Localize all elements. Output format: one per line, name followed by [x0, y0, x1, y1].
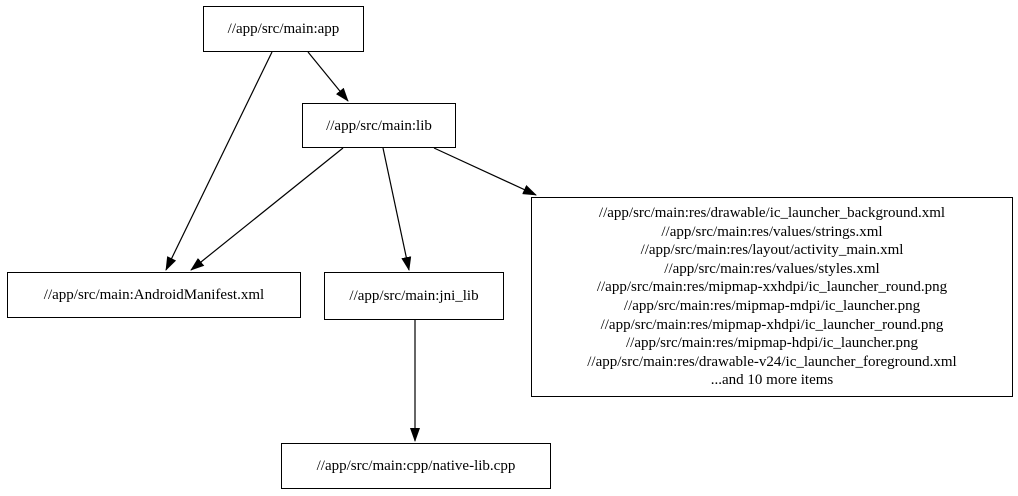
node-lib: //app/src/main:lib	[302, 103, 456, 148]
node-android-manifest-label: //app/src/main:AndroidManifest.xml	[43, 287, 265, 303]
node-native-lib-cpp-label: //app/src/main:cpp/native-lib.cpp	[316, 458, 516, 474]
edge-lib-to-androidmanifest	[190, 147, 344, 271]
res-file-line: //app/src/main:res/mipmap-xxhdpi/ic_laun…	[596, 279, 948, 296]
res-file-line: //app/src/main:res/mipmap-hdpi/ic_launch…	[625, 335, 918, 352]
edge-app-to-lib	[307, 51, 349, 102]
res-file-line: //app/src/main:res/drawable-v24/ic_launc…	[587, 353, 957, 370]
res-file-line: //app/src/main:res/values/styles.xml	[664, 260, 880, 277]
node-app-label: //app/src/main:app	[227, 21, 340, 37]
res-more-items-line: ...and 10 more items	[710, 372, 834, 389]
node-native-lib-cpp: //app/src/main:cpp/native-lib.cpp	[281, 443, 551, 489]
edge-app-to-androidmanifest	[165, 51, 273, 271]
node-app: //app/src/main:app	[203, 6, 364, 52]
node-lib-label: //app/src/main:lib	[326, 117, 432, 134]
node-jni-lib-label: //app/src/main:jni_lib	[349, 288, 479, 304]
res-file-line: //app/src/main:res/mipmap-xhdpi/ic_launc…	[600, 316, 944, 333]
res-file-line: //app/src/main:res/drawable/ic_launcher_…	[598, 205, 946, 222]
res-file-line: //app/src/main:res/mipmap-mdpi/ic_launch…	[623, 298, 921, 314]
node-jni-lib: //app/src/main:jni_lib	[324, 272, 504, 320]
res-file-line: //app/src/main:res/layout/activity_main.…	[640, 242, 904, 259]
node-res-group: //app/src/main:res/drawable/ic_launcher_…	[531, 197, 1013, 397]
node-android-manifest: //app/src/main:AndroidManifest.xml	[7, 272, 301, 318]
res-file-line: //app/src/main:res/values/strings.xml	[661, 223, 883, 240]
edge-lib-to-jnilib	[382, 147, 412, 271]
edge-lib-to-resgroup	[433, 147, 537, 196]
